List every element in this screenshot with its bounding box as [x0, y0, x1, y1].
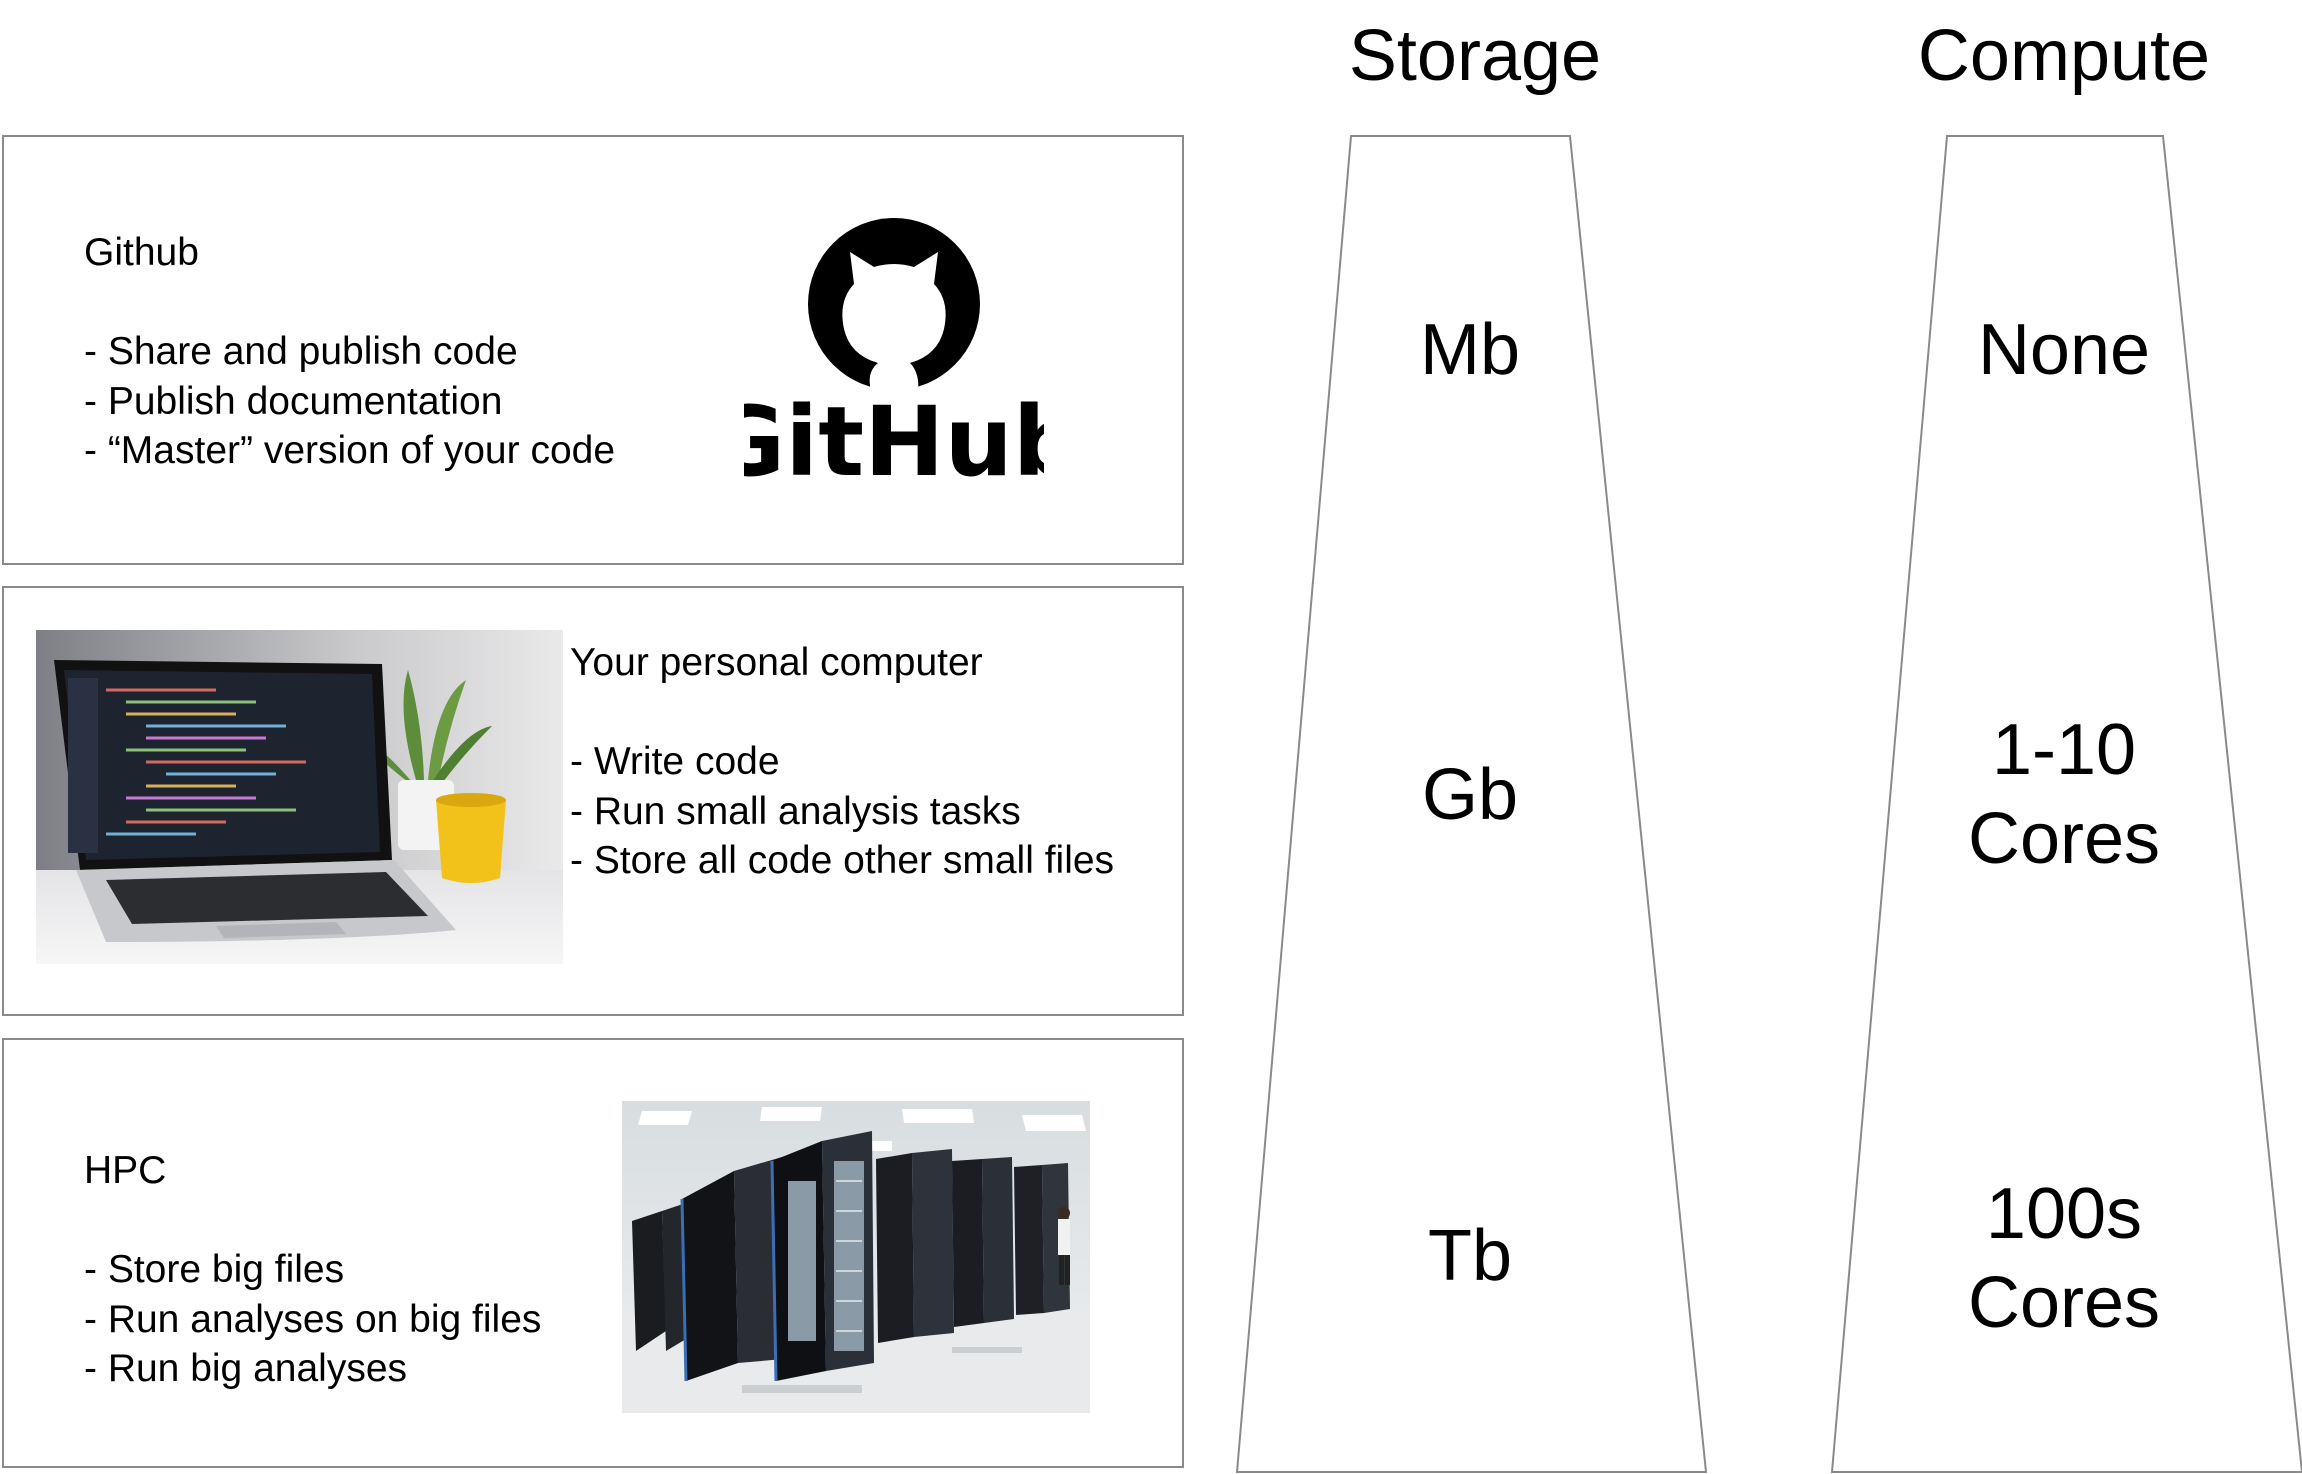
storage-header: Storage [1348, 16, 1602, 96]
github-item: - Publish documentation [84, 379, 503, 423]
compute-header: Compute [1917, 16, 2211, 96]
github-item: - “Master” version of your code [84, 429, 616, 472]
person-icon [1058, 1207, 1070, 1285]
cup-icon [436, 793, 506, 883]
personal-computer-item: - Store all code other small files [570, 839, 1115, 882]
server-racks-icon [632, 1131, 1070, 1382]
storage-level-gb: Gb [1421, 755, 1519, 835]
storage-level-mb: Mb [1419, 310, 1521, 390]
github-item: - Share and publish code [84, 330, 518, 373]
github-wordmark: GitHub [744, 386, 1044, 482]
hpc-title: HPC [84, 1149, 167, 1192]
compute-level-none: None [1884, 306, 2244, 395]
hpc-item: - Store big files [84, 1248, 345, 1291]
compute-level-line2: Cores [1967, 1263, 2161, 1343]
personal-computer-title: Your personal computer [570, 641, 983, 684]
compute-level-line1: None [1977, 310, 2151, 390]
github-panel: Github - Share and publish code - Publis… [2, 135, 1184, 565]
github-description: Github - Share and publish code - Publis… [84, 228, 615, 476]
hpc-description: HPC - Store big files - Run analyses on … [84, 1146, 541, 1394]
compute-level-line2: Cores [1967, 799, 2161, 879]
laptop-icon [54, 660, 456, 942]
compute-level-line1: 1-10 [1991, 710, 2137, 790]
personal-computer-description: Your personal computer - Write code - Ru… [570, 638, 1114, 886]
octocat-icon [808, 218, 980, 417]
compute-trapezoid [1830, 135, 2302, 1473]
personal-computer-item: - Run small analysis tasks [570, 789, 1021, 833]
github-logo: GitHub [744, 218, 1044, 482]
compute-level-100s-cores: 100s Cores [1884, 1170, 2244, 1348]
personal-computer-item: - Write code [570, 740, 780, 783]
github-title: Github [84, 231, 199, 274]
laptop-photo [36, 630, 563, 964]
storage-trapezoid [1235, 135, 1708, 1473]
hpc-item: - Run big analyses [84, 1347, 408, 1390]
personal-computer-panel: Your personal computer - Write code - Ru… [2, 586, 1184, 1016]
hpc-panel: HPC - Store big files - Run analyses on … [2, 1038, 1184, 1468]
storage-level-tb: Tb [1427, 1216, 1513, 1296]
hpc-item: - Run analyses on big files [84, 1297, 542, 1341]
compute-level-line1: 100s [1985, 1174, 2143, 1254]
compute-level-1-10-cores: 1-10 Cores [1884, 706, 2244, 884]
supercomputer-photo [622, 1101, 1090, 1413]
